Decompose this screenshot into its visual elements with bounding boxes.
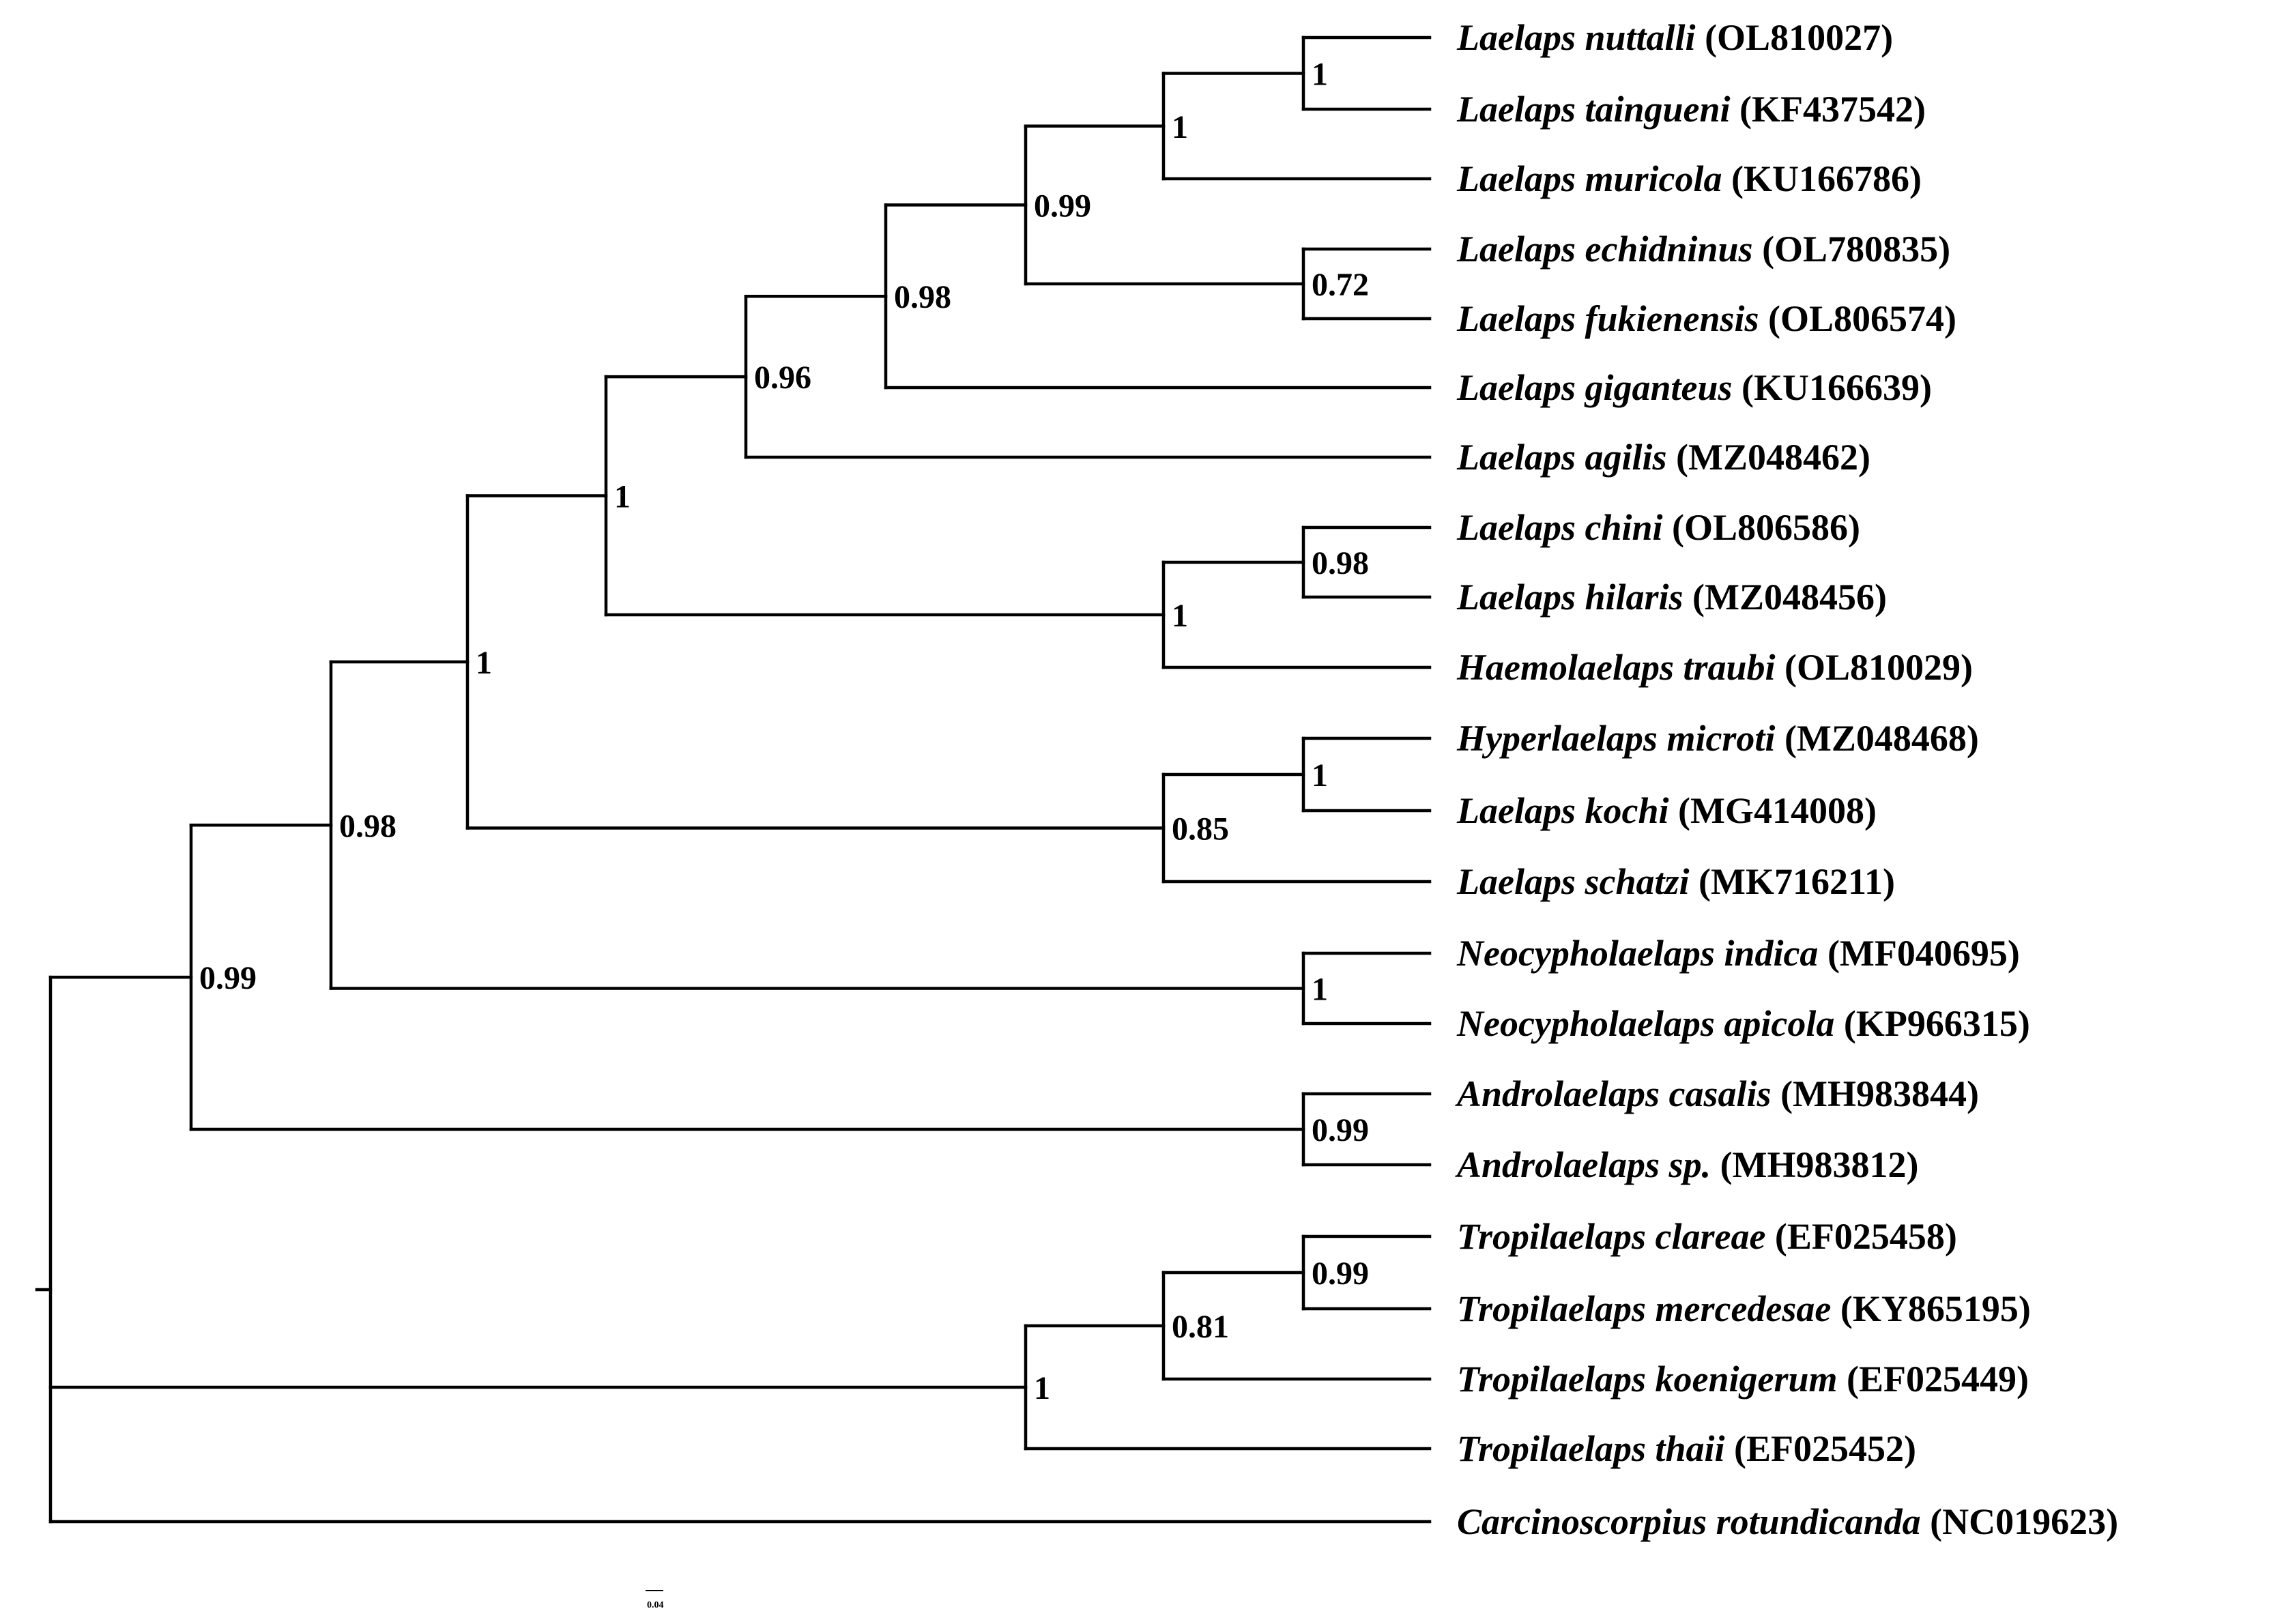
taxon-accession: (MG414008) — [1668, 790, 1876, 831]
taxon-accession: (MH983844) — [1772, 1073, 1979, 1114]
taxon-accession: (KU166786) — [1722, 158, 1922, 199]
taxon-label: Hyperlaelaps microti (MZ048468) — [1456, 718, 1979, 759]
taxon-accession: (OL810027) — [1696, 17, 1894, 58]
scale-bar-label: 0.04 — [647, 1600, 664, 1610]
taxon-label: Laelaps schatzi (MK716211) — [1456, 861, 1895, 902]
taxon-label: Laelaps hilaris (MZ048456) — [1456, 577, 1887, 618]
support-value: 0.99 — [1034, 188, 1091, 224]
support-value: 0.99 — [199, 960, 257, 996]
taxon-accession: (NC019623) — [1921, 1501, 2118, 1542]
taxon-label: Laelaps taingueni (KF437542) — [1456, 89, 1926, 130]
taxon-accession: (MH983812) — [1711, 1144, 1918, 1185]
taxon-label: Carcinoscorpius rotundicanda (NC019623) — [1457, 1501, 2118, 1542]
taxon-label: Haemolaelaps traubi (OL810029) — [1456, 647, 1973, 688]
support-value: 1 — [1312, 57, 1328, 93]
taxon-species-name: Tropilaelaps koenigerum — [1457, 1359, 1838, 1400]
taxon-accession: (OL806586) — [1663, 507, 1861, 548]
taxon-species-name: Hyperlaelaps microti — [1456, 718, 1775, 759]
taxon-species-name: Laelaps giganteus — [1456, 367, 1733, 408]
tree-branches — [35, 35, 1432, 1524]
taxon-accession: (EF025458) — [1765, 1216, 1956, 1257]
taxon-accession: (KP966315) — [1834, 1003, 2029, 1044]
taxon-accession: (EF025449) — [1838, 1359, 2029, 1400]
taxon-label: Neocypholaelaps apicola (KP966315) — [1456, 1003, 2030, 1044]
taxon-species-name: Neocypholaelaps indica — [1456, 933, 1818, 974]
taxon-label: Laelaps agilis (MZ048462) — [1456, 437, 1870, 478]
taxon-accession: (MF040695) — [1818, 933, 2019, 974]
taxon-accession: (MZ048462) — [1667, 437, 1870, 478]
taxon-species-name: Laelaps hilaris — [1456, 577, 1683, 618]
taxon-labels: Laelaps nuttalli (OL810027) Laelaps taing… — [1455, 17, 2118, 1542]
taxon-label: Tropilaelaps clareae (EF025458) — [1457, 1216, 1957, 1257]
taxon-species-name: Tropilaelaps mercedesae — [1457, 1288, 1831, 1329]
support-value: 1 — [614, 479, 631, 515]
taxon-label: Laelaps fukienensis (OL806574) — [1456, 298, 1956, 339]
taxon-label: Tropilaelaps mercedesae (KY865195) — [1457, 1288, 2031, 1329]
taxon-label: Laelaps muricola (KU166786) — [1456, 158, 1922, 199]
taxon-accession: (OL810029) — [1776, 647, 1974, 688]
taxon-label: Laelaps giganteus (KU166639) — [1456, 367, 1932, 408]
taxon-species-name: Tropilaelaps clareae — [1457, 1216, 1765, 1257]
taxon-species-name: Laelaps echidninus — [1456, 229, 1753, 270]
support-value: 1 — [476, 645, 492, 681]
taxon-label: Laelaps echidninus (OL780835) — [1456, 229, 1950, 270]
taxon-accession: (OL780835) — [1753, 229, 1951, 270]
taxon-accession: (MZ048468) — [1775, 718, 1978, 759]
taxon-species-name: Androlaelaps sp. — [1455, 1144, 1711, 1185]
taxon-label: Laelaps nuttalli (OL810027) — [1456, 17, 1893, 58]
support-value: 0.81 — [1172, 1309, 1229, 1345]
scale-bar: 0.04 — [646, 1590, 664, 1610]
taxon-species-name: Laelaps nuttalli — [1456, 17, 1696, 58]
taxon-label: Neocypholaelaps indica (MF040695) — [1456, 933, 2020, 974]
taxon-species-name: Carcinoscorpius rotundicanda — [1457, 1501, 1921, 1542]
support-value: 1 — [1172, 598, 1188, 634]
taxon-label: Laelaps chini (OL806586) — [1456, 507, 1860, 548]
support-value: 0.98 — [1312, 545, 1369, 581]
taxon-label: Androlaelaps casalis (MH983844) — [1455, 1073, 1979, 1114]
support-values: 1 1 0.72 0.99 0.98 0.96 0.98 1 1 1 0.85 1 1 0.98 0.99 0… — [199, 57, 1369, 1407]
taxon-accession: (KF437542) — [1731, 89, 1926, 130]
support-value: 0.99 — [1312, 1112, 1369, 1148]
taxon-species-name: Laelaps taingueni — [1456, 89, 1731, 130]
support-value: 0.96 — [754, 360, 811, 396]
taxon-species-name: Laelaps schatzi — [1456, 861, 1690, 902]
taxon-species-name: Neocypholaelaps apicola — [1456, 1003, 1834, 1044]
taxon-label: Laelaps kochi (MG414008) — [1456, 790, 1877, 831]
taxon-accession: (OL806574) — [1759, 298, 1957, 339]
taxon-species-name: Laelaps kochi — [1456, 790, 1668, 831]
taxon-label: Androlaelaps sp. (MH983812) — [1455, 1144, 1919, 1185]
taxon-label: Tropilaelaps koenigerum (EF025449) — [1457, 1359, 2029, 1400]
taxon-species-name: Tropilaelaps thaii — [1457, 1428, 1725, 1469]
taxon-accession: (EF025452) — [1725, 1428, 1916, 1469]
taxon-species-name: Laelaps fukienensis — [1456, 298, 1759, 339]
taxon-accession: (KY865195) — [1831, 1288, 2030, 1329]
taxon-species-name: Laelaps chini — [1456, 507, 1663, 548]
support-value: 0.98 — [894, 279, 951, 315]
support-value: 1 — [1172, 109, 1188, 145]
taxon-species-name: Laelaps agilis — [1456, 437, 1667, 478]
taxon-species-name: Laelaps muricola — [1456, 158, 1722, 199]
support-value: 0.85 — [1172, 811, 1229, 847]
support-value: 1 — [1034, 1370, 1050, 1406]
support-value: 0.98 — [339, 808, 396, 844]
taxon-species-name: Haemolaelaps traubi — [1456, 647, 1776, 688]
taxon-accession: (KU166639) — [1733, 367, 1932, 408]
support-value: 1 — [1312, 757, 1328, 794]
support-value: 1 — [1312, 972, 1328, 1008]
support-value: 0.99 — [1312, 1256, 1369, 1292]
taxon-accession: (MZ048456) — [1683, 577, 1887, 618]
taxon-label: Tropilaelaps thaii (EF025452) — [1457, 1428, 1916, 1469]
taxon-accession: (MK716211) — [1690, 861, 1895, 902]
support-value: 0.72 — [1312, 267, 1369, 303]
taxon-species-name: Androlaelaps casalis — [1455, 1073, 1772, 1114]
